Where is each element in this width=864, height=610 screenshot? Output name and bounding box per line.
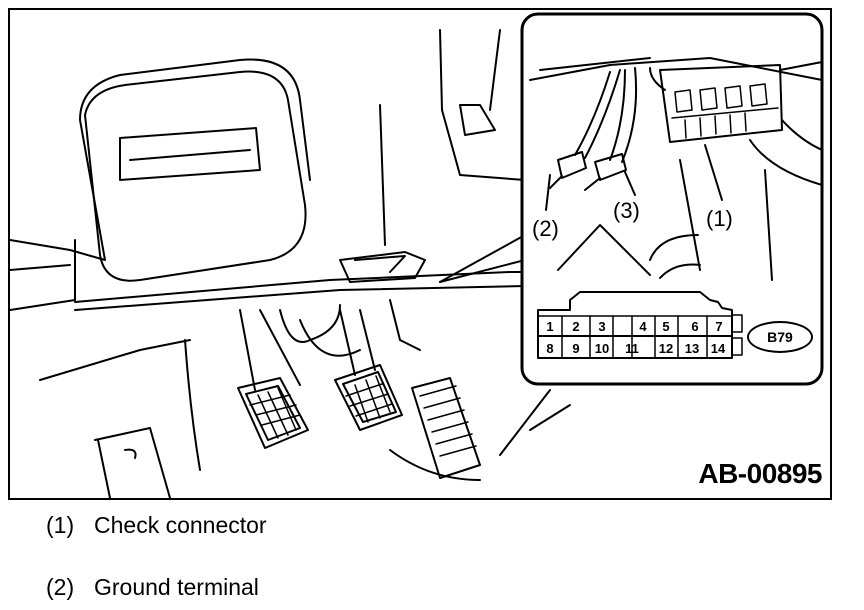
- legend-item-1: (1) Check connector: [46, 512, 267, 539]
- connector-id-badge: B79: [747, 321, 813, 353]
- accelerator-pedal: [411, 377, 481, 479]
- connector-outline: [537, 291, 733, 359]
- diagram-figure: (2) (3) (1) 1 2 3 4 5 6 7 8 9 10 11 12 1…: [8, 8, 832, 500]
- pin-label: 1: [546, 319, 554, 334]
- ground-terminal: [557, 151, 587, 179]
- pin-label: 8: [546, 341, 554, 356]
- legend-text: Check connector: [94, 512, 267, 538]
- pin-label: 3: [598, 319, 606, 334]
- pin-label: 4: [639, 319, 647, 334]
- legend-item-2: (2) Ground terminal: [46, 574, 259, 601]
- vehicle-interior-drawing: [10, 12, 824, 498]
- legend-text: Ground terminal: [94, 574, 259, 600]
- legend-number: (1): [46, 512, 75, 538]
- brake-pedal: [334, 364, 403, 431]
- glove-box-outline: [84, 70, 307, 282]
- pin-label: 14: [710, 341, 726, 356]
- pin-label: 11: [625, 341, 639, 356]
- legend-number: (2): [46, 574, 75, 600]
- pin-label: 5: [662, 319, 670, 334]
- pin-label: 13: [684, 341, 700, 356]
- pin-label: 9: [572, 341, 580, 356]
- pin-label: 10: [594, 341, 610, 356]
- callout-label-1: (1): [706, 206, 733, 231]
- callout-label-2: (2): [532, 216, 559, 241]
- pin-label: 6: [691, 319, 699, 334]
- clutch-pedal: [237, 377, 309, 449]
- pin-label: 7: [715, 319, 723, 334]
- pin-label: 2: [572, 319, 580, 334]
- dashboard-panel: [10, 58, 311, 261]
- figure-code: AB-00895: [698, 458, 822, 489]
- callout-label-3: (3): [613, 198, 640, 223]
- wire-bundle: [574, 67, 638, 163]
- floor-mat: [94, 427, 171, 498]
- callout-pointer: [439, 234, 526, 283]
- pin-label: 12: [658, 341, 674, 356]
- check-connector-body: [659, 64, 783, 143]
- vent-opening: [119, 127, 261, 181]
